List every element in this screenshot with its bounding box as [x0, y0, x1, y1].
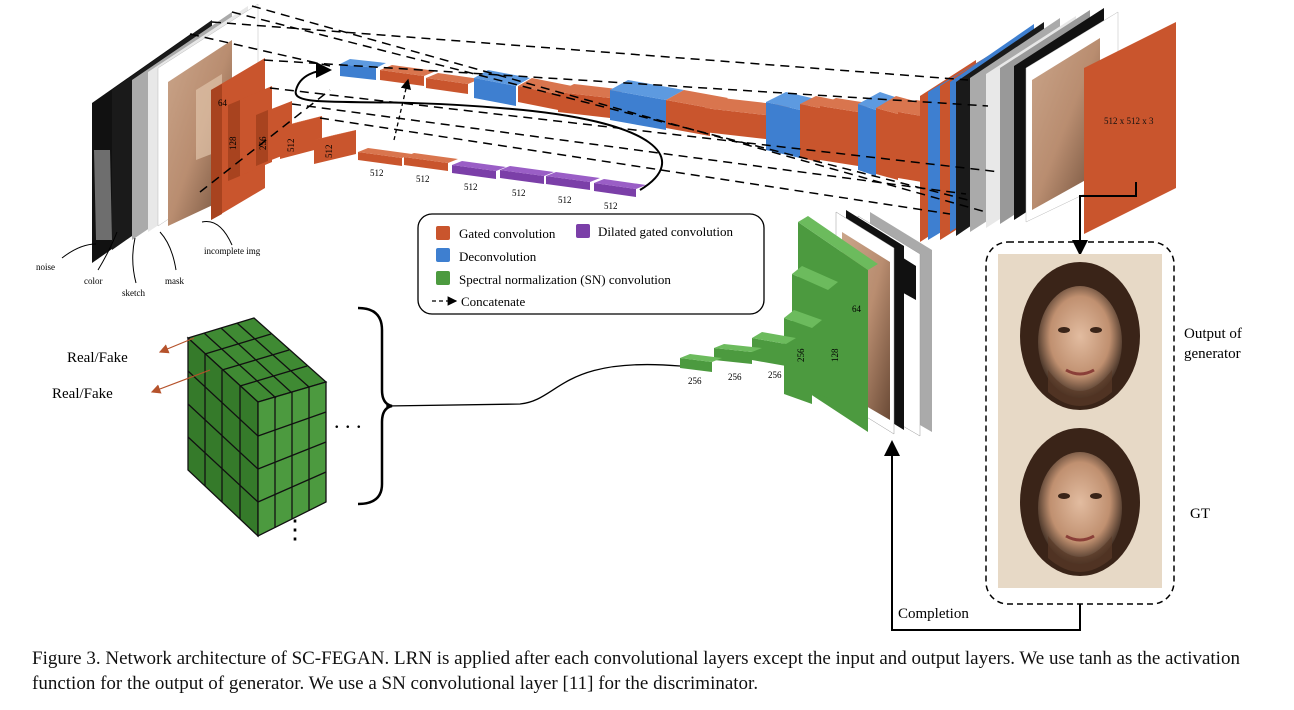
- output-label-line2: generator: [1184, 346, 1241, 362]
- encoder-layer-64: 64: [218, 98, 228, 108]
- real-fake-arrow-2: [150, 369, 211, 394]
- legend-deconv: Deconvolution: [459, 249, 537, 264]
- decoder-skip-planes: [956, 8, 1119, 236]
- output-bracket: [357, 306, 393, 506]
- upward-concat-arrow: [393, 78, 411, 141]
- legend-sn-swatch: [436, 271, 450, 285]
- encoder-layer-128: 128: [228, 136, 238, 150]
- legend-concat: Concatenate: [461, 294, 525, 309]
- figure-caption: Figure 3. Network architecture of SC-FEG…: [32, 648, 1240, 694]
- bottleneck-dilated-3: 512: [558, 195, 572, 205]
- label-sketch: sketch: [122, 288, 145, 298]
- disc-layer-256a: 256: [796, 348, 806, 362]
- discriminator-blocks: 64 128 256 256 256 256: [680, 216, 878, 432]
- bottleneck-gated-1: 512: [370, 168, 384, 178]
- disc-layer-256b: 256: [768, 370, 782, 380]
- legend: Gated convolution Dilated gated convolut…: [417, 213, 765, 315]
- legend-dilated-swatch: [576, 224, 590, 238]
- ground-truth-image: [998, 420, 1162, 588]
- encoder-blocks: 64 128 256 512 512: [211, 58, 356, 220]
- encoder-layer-512b: 512: [324, 145, 334, 159]
- bottleneck-dilated-4: 512: [604, 201, 618, 211]
- encoder-layer-512a: 512: [286, 139, 296, 153]
- disc-layer-128: 128: [830, 348, 840, 362]
- legend-deconv-swatch: [436, 248, 450, 262]
- output-label-line1: Output of: [1184, 326, 1242, 342]
- patch-cube: [186, 317, 328, 538]
- input-labels: noise color sketch mask incomplete img: [36, 220, 261, 298]
- bottleneck-dilated-1: 512: [464, 182, 478, 192]
- disc-layer-256c: 256: [728, 372, 742, 382]
- output-arrow: [1072, 182, 1137, 256]
- label-mask: mask: [165, 276, 184, 286]
- legend-gated: Gated convolution: [459, 226, 556, 241]
- bottleneck-gated-2: 512: [416, 174, 430, 184]
- real-fake-arrow-1: [158, 337, 195, 354]
- output-size-label: 512 x 512 x 3: [1104, 116, 1154, 126]
- real-fake-label-2: Real/Fake: [52, 386, 113, 402]
- completion-arrow: [884, 440, 1081, 631]
- gt-label: GT: [1190, 506, 1210, 522]
- label-noise: noise: [36, 262, 55, 272]
- legend-dilated: Dilated gated convolution: [598, 224, 734, 239]
- legend-sn: Spectral normalization (SN) convolution: [459, 272, 671, 287]
- output-plane: 512 x 512 x 3: [1084, 22, 1176, 234]
- generator-output-image: [998, 254, 1162, 420]
- real-fake-label-1: Real/Fake: [67, 350, 128, 366]
- disc-layer-256d: 256: [688, 376, 702, 386]
- ellipsis-horizontal: . . .: [334, 408, 362, 433]
- completion-label: Completion: [898, 606, 969, 622]
- disc-to-cube-curve: [385, 364, 681, 407]
- disc-layer-64: 64: [852, 304, 862, 314]
- label-color: color: [84, 276, 103, 286]
- bottleneck-blocks: 512 512 512 512 512 512: [358, 148, 646, 211]
- decoder-blocks: [340, 24, 1034, 242]
- legend-gated-swatch: [436, 226, 450, 240]
- bottleneck-dilated-2: 512: [512, 188, 526, 198]
- skip-connections: [189, 5, 1001, 215]
- label-incomplete-img: incomplete img: [204, 246, 261, 256]
- bottleneck-loop-arrow: [294, 62, 664, 191]
